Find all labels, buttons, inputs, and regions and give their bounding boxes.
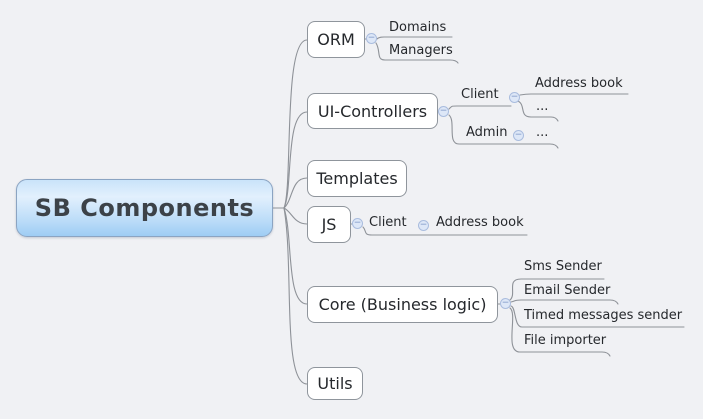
node-ui-admin-more[interactable]: ... — [536, 125, 549, 140]
line-root-ui-controllers — [283, 111, 308, 209]
line-root-orm — [283, 39, 308, 209]
node-file-importer[interactable]: File importer — [524, 333, 607, 348]
node-orm[interactable]: ORM — [307, 21, 365, 58]
collapse-icon[interactable]: − — [513, 130, 524, 141]
node-managers[interactable]: Managers — [389, 43, 453, 58]
line-js-client-addressbook — [362, 226, 528, 236]
node-ui-client-more[interactable]: ... — [536, 99, 549, 114]
node-js[interactable]: JS — [307, 206, 351, 243]
line-ui-admin — [448, 114, 559, 149]
node-timed-messages-sender[interactable]: Timed messages sender — [524, 308, 683, 323]
node-ui-admin[interactable]: Admin — [466, 125, 508, 140]
minus-glyph: − — [419, 219, 428, 230]
line-root-js — [283, 207, 308, 225]
node-sms-sender[interactable]: Sms Sender — [524, 259, 602, 274]
collapse-icon[interactable]: − — [418, 220, 429, 231]
line-root-utils — [283, 207, 308, 385]
line-root-core — [283, 207, 308, 305]
node-core[interactable]: Core (Business logic) — [307, 286, 498, 323]
node-js-client-address-book[interactable]: Address book — [436, 215, 524, 230]
line-orm-managers — [375, 42, 459, 64]
minus-glyph: − — [439, 105, 448, 116]
minus-glyph: − — [353, 217, 362, 228]
node-templates[interactable]: Templates — [307, 160, 407, 197]
collapse-icon[interactable]: − — [366, 33, 377, 44]
node-email-sender[interactable]: Email Sender — [524, 283, 611, 298]
node-ui-client-address-book[interactable]: Address book — [535, 76, 623, 91]
minus-glyph: − — [367, 32, 376, 43]
line-core-timed — [510, 305, 685, 328]
node-domains[interactable]: Domains — [389, 20, 447, 35]
node-ui-client[interactable]: Client — [461, 87, 499, 102]
collapse-icon[interactable]: − — [352, 218, 363, 229]
line-client-more — [517, 100, 559, 122]
line-orm-domains — [376, 36, 453, 40]
minus-glyph: − — [510, 91, 519, 102]
minus-glyph: − — [514, 129, 523, 140]
line-root-templates — [283, 177, 308, 209]
line-core-file — [509, 307, 611, 357]
collapse-icon[interactable]: − — [509, 92, 520, 103]
minus-glyph: − — [501, 297, 510, 308]
collapse-icon[interactable]: − — [500, 298, 511, 309]
line-core-email — [510, 299, 619, 305]
line-client-addressbook — [519, 93, 629, 96]
line-core-sms — [509, 278, 605, 301]
collapse-icon[interactable]: − — [438, 106, 449, 117]
line-ui-client — [448, 105, 512, 110]
node-utils[interactable]: Utils — [307, 367, 363, 400]
node-ui-controllers[interactable]: UI-Controllers — [307, 93, 438, 129]
root-node[interactable]: SB Components — [16, 179, 273, 237]
node-js-client[interactable]: Client — [369, 215, 407, 230]
